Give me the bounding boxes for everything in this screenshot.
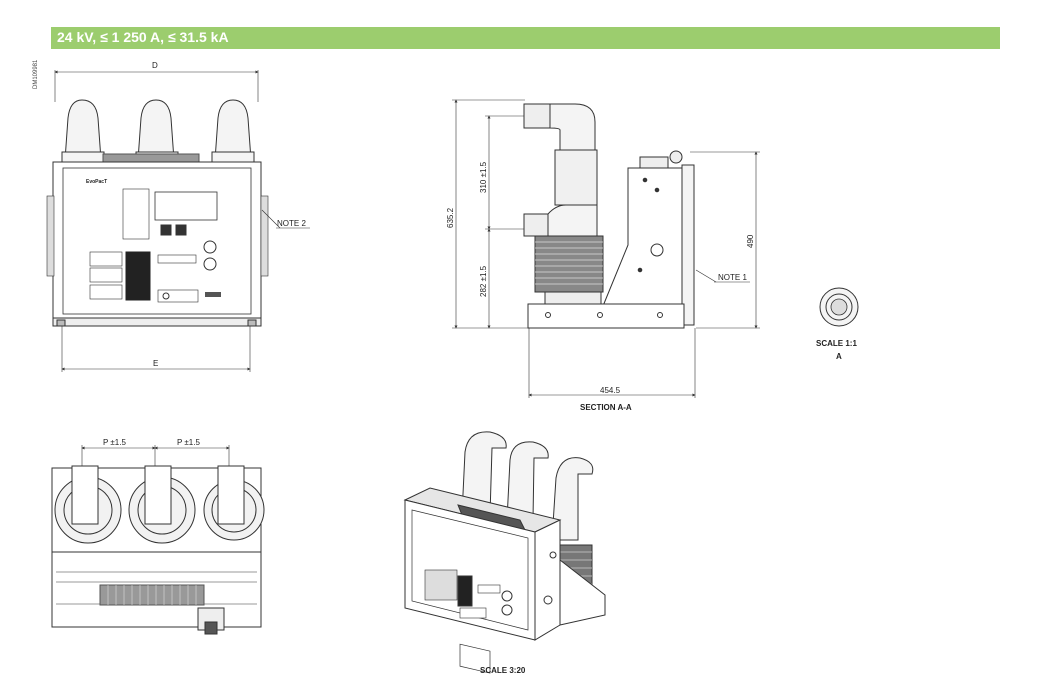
detail-a [819,287,859,327]
section-caption: SECTION A-A [580,403,632,412]
dim-d-label: D [152,61,158,70]
front-bushings [61,99,255,163]
dim-total-height: 635.2 [446,207,455,228]
header-banner: 24 kV, ≤ 1 250 A, ≤ 31.5 kA [51,27,1000,49]
iso-scale: SCALE 3:20 [480,666,526,675]
note-2-label: NOTE 2 [277,219,306,228]
panel-brand: EvoPacT [86,179,107,185]
detail-label: A [836,352,842,361]
dim-e-label: E [153,359,158,368]
front-view [46,70,310,372]
dim-upper: 310 ±1.5 [479,161,488,193]
pitch-left-label: P ±1.5 [103,438,126,447]
section-view [452,99,760,398]
note-1-label: NOTE 1 [718,273,747,282]
detail-scale: SCALE 1:1 [816,339,857,348]
pitch-right-label: P ±1.5 [177,438,200,447]
dim-lower: 282 ±1.5 [479,265,488,297]
iso-view [403,431,606,674]
header-title: 24 kV, ≤ 1 250 A, ≤ 31.5 kA [57,29,229,45]
dim-width: 454.5 [600,386,621,395]
dim-right-height: 490 [746,234,755,248]
top-view [51,445,265,635]
